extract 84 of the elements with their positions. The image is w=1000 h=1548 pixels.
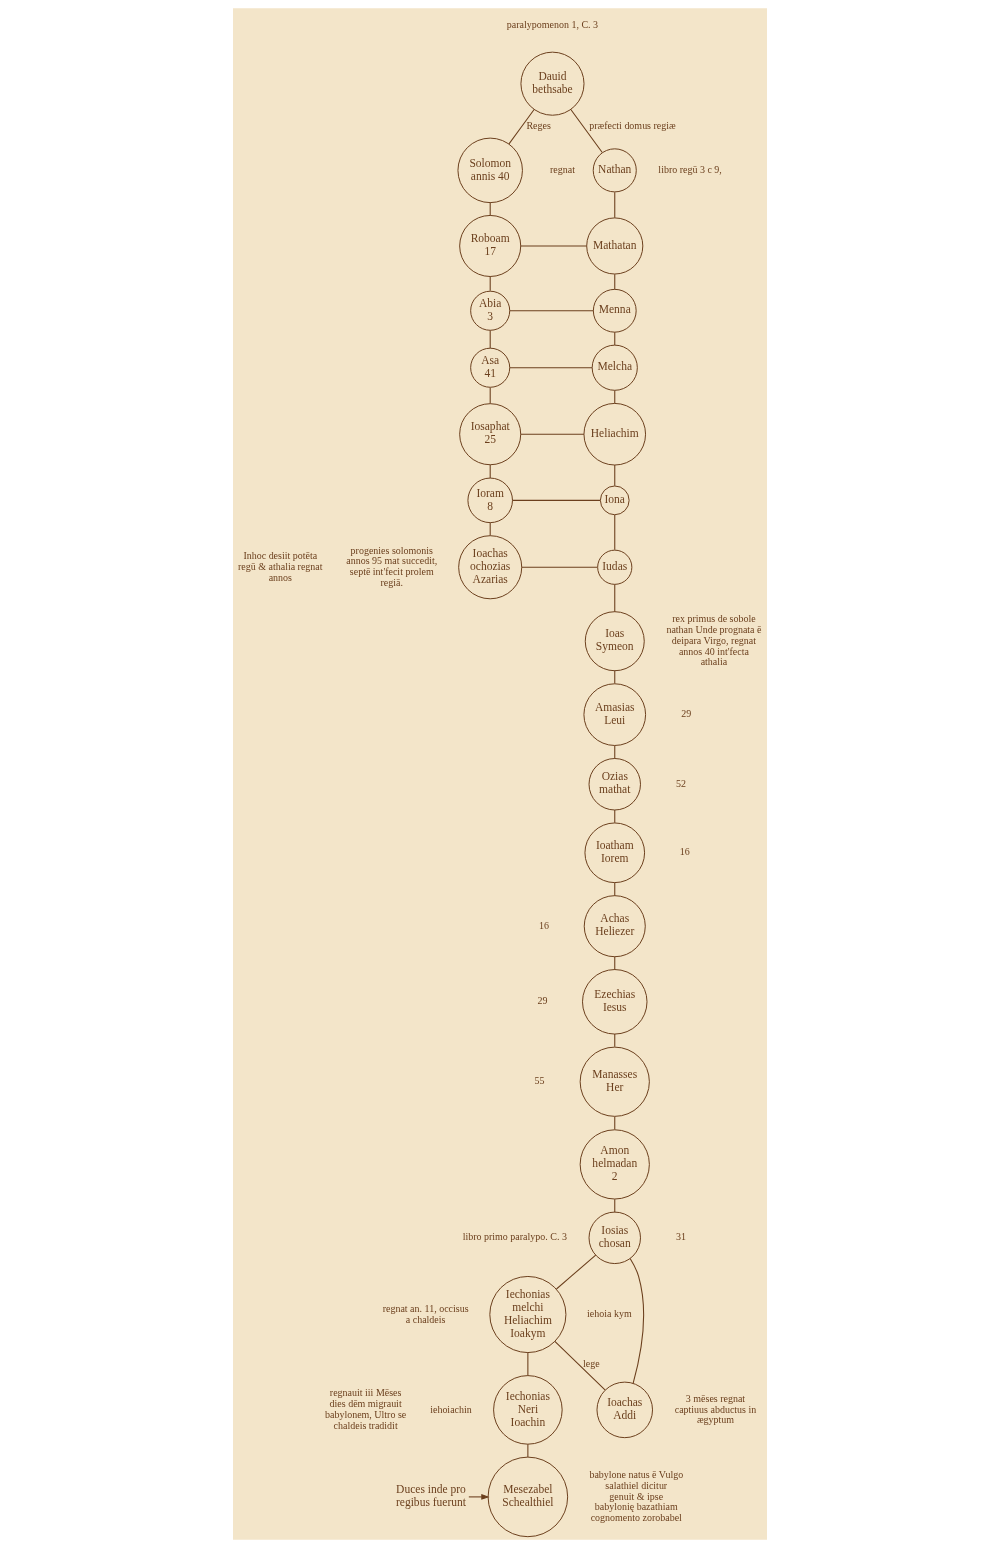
connector [520,433,585,435]
connector [521,566,598,568]
node-circle: Asa 41 [470,347,511,388]
connector [614,956,616,971]
node-circle: Mathatan [586,217,644,275]
node-label: 52 [675,777,686,789]
node-circle: Abia 3 [470,290,511,331]
node-label: iehoiachin [430,1403,472,1415]
connector [489,522,491,537]
node-circle: Ioram 8 [467,477,513,524]
connector [614,273,616,290]
edge-label: præfecti domus regiæ [589,120,676,132]
connector [614,583,616,613]
connector [614,882,616,897]
node-label: Inhoc desiit potēta regū & athalia regnat annos [238,550,323,583]
node-circle: Ioas Symeon [584,611,645,672]
node-label: 55 [534,1075,545,1087]
node-circle: Iosias chosan [588,1211,641,1265]
node-circle: Mesezabel Schealthiel [487,1456,569,1538]
node-circle: Achas Heliezer [583,895,646,958]
arrow [468,1494,490,1500]
connector [614,745,616,760]
node-circle: Roboam 17 [459,214,522,277]
connector [512,499,601,501]
connector [509,367,593,369]
node-label: regnat [550,163,575,175]
connector [509,310,594,312]
node-label: 31 [675,1231,686,1243]
connector [508,109,535,145]
label: paralypomenon 1, C. 3 [506,18,599,30]
edge-label: Reges [526,120,551,132]
node-circle: Ioachas ochozias Azarias [458,535,523,600]
node-label: rex primus de sobole nathan Unde prognata ē deipara Virgo, regnat annos 40 int'fecta athalia [666,613,762,668]
connector [527,1443,529,1458]
connector [554,1340,606,1391]
node-label: progenies solomonis annos 95 mat succedit, septē int'fecit prolem regiā. [346,544,438,589]
node-circle: Solomon annis 40 [457,137,523,204]
node-label: iehoia kym [587,1308,632,1320]
node-circle: Iosaphat 25 [459,403,522,466]
node-label: 3 mēses regnat captiuus abductus in ægyptum [674,1392,757,1426]
connector [489,387,491,405]
node-label: 16 [539,919,550,931]
connector [614,1116,616,1131]
node-circle: Ioatham Iorem [584,822,646,884]
node-circle: Nathan [592,148,637,193]
connector [520,245,588,247]
node-circle: Heliachim [583,402,647,466]
node-label: babylone natus ē Vulgo salathiel dicitur genuit & ipse babylonię bazathiam cognomento zorobabel [589,1468,684,1524]
node-circle: Ozias mathat [588,758,641,811]
connector [614,389,616,404]
node-circle: Iona [599,485,630,516]
connector [614,191,616,219]
connector [570,109,603,154]
node-text: Duces inde pro regibus fuerunt [395,1483,467,1509]
connector [555,1254,597,1290]
node-circle: Ezechias Iesus [582,969,648,1035]
node-label: regnauit iii Mēses dies dēm migrauit babylonem, Ultro se chaldeis tradidit [325,1387,407,1431]
label: libro primo paralypo. C. 3 [462,1231,567,1243]
connector [614,331,616,346]
node-label: 16 [679,846,690,858]
connector [629,1257,644,1384]
connector [614,464,616,487]
node-circle: Iechonias Neri Ioachin [493,1375,563,1445]
node-circle: Menna [592,288,637,333]
connector [614,1033,616,1048]
node-label: regnat an. 11, occisus a chaldeis [382,1302,469,1325]
node-circle: Dauid bethsabe [520,51,585,116]
node-circle: Iudas [597,549,633,585]
connector [489,275,491,292]
connector [489,464,491,479]
node-label: 29 [537,995,548,1007]
connector [614,1198,616,1213]
connector [614,809,616,824]
connector [527,1352,529,1377]
node-label: 29 [681,708,692,720]
node-circle: Ioachas Addi [596,1381,654,1439]
node-circle: Manasses Her [579,1046,650,1117]
node-circle: Iechonias melchi Heliachim Ioakym [489,1275,567,1354]
node-circle: Melcha [591,344,638,391]
connector [614,514,616,551]
node-circle: Amon helmadan 2 [579,1129,650,1200]
edge-label: lege [582,1357,600,1369]
label: libro regū 3 c 9, [658,163,722,175]
node-circle: Amasias Leui [583,683,647,746]
